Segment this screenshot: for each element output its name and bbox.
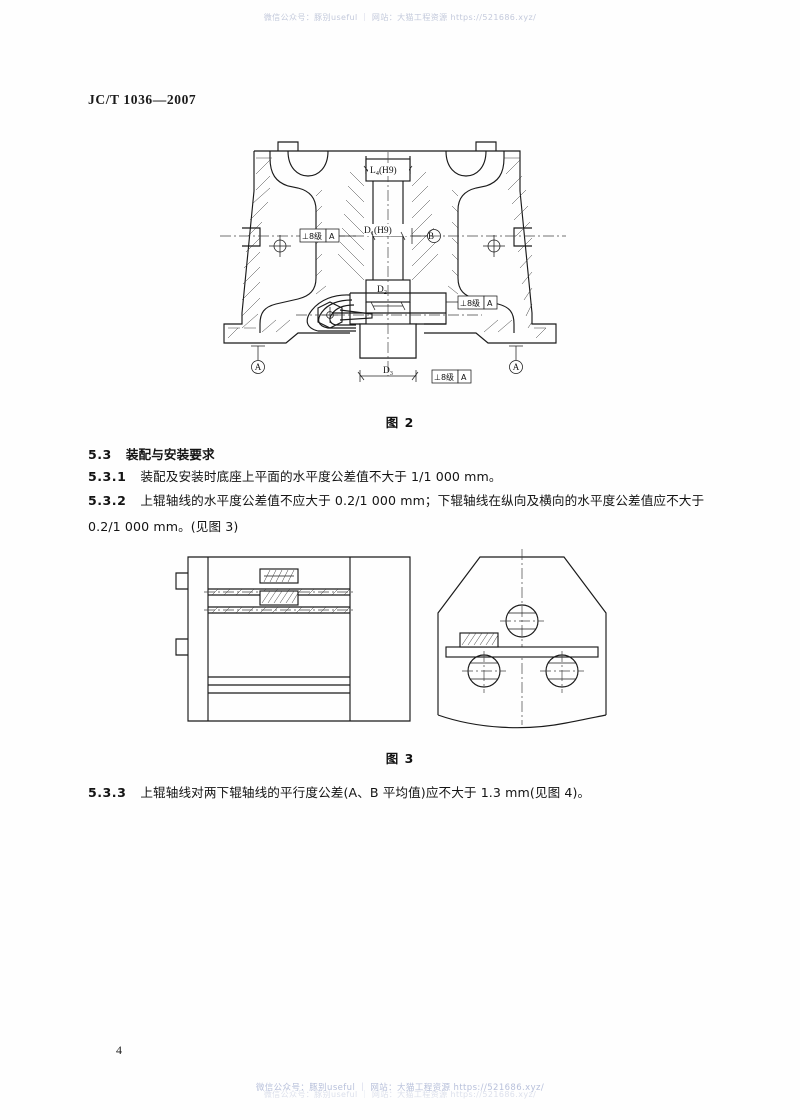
svg-text:A: A [487, 299, 493, 308]
svg-text:⊥8级: ⊥8级 [434, 372, 454, 382]
datum-symbol-a-right: A [509, 345, 523, 374]
figure-2-caption: 图 2 [385, 415, 415, 430]
svg-text:A: A [255, 362, 262, 372]
clause-5-3-2-number: 5.3.2 [88, 493, 127, 508]
svg-text:A: A [513, 362, 520, 372]
clause-5-3-1-text: 装配及安装时底座上平面的水平度公差值不大于 1/1 000 mm。 [140, 469, 502, 484]
datum-symbol-a-left: A [251, 345, 265, 374]
clause-5-3-1-number: 5.3.1 [88, 469, 127, 484]
figure-3-caption: 图 3 [385, 751, 415, 766]
clause-5-3-3: 5.3.3 上辊轴线对两下辊轴线的平行度公差(A、B 平均值)应不大于 1.3 m… [88, 780, 712, 806]
figure-2: L4(H9) D1(H9) B D2 D3 [220, 128, 566, 400]
page-number: 4 [116, 1043, 122, 1057]
watermark-bottom: 微信公众号：豚别useful ｜ 网站：大猫工程资源 https://52168… [255, 1083, 545, 1093]
figure-3-side-view [437, 549, 607, 729]
gdt-frame-3: ⊥8级 A [431, 369, 472, 384]
clause-5-3-3-text: 上辊轴线对两下辊轴线的平行度公差(A、B 平均值)应不大于 1.3 mm(见图 … [140, 785, 591, 800]
clause-5-3-2-text: 上辊轴线的水平度公差值不应大于 0.2/1 000 mm；下辊轴线在纵向及横向的… [88, 493, 705, 534]
svg-text:A: A [329, 232, 335, 241]
gdt-frame-1: ⊥8级 A [299, 228, 356, 243]
clause-5-3-3-number: 5.3.3 [88, 785, 127, 800]
dim-label-d3: D3 [383, 366, 393, 377]
svg-text:⊥8级: ⊥8级 [302, 231, 322, 241]
dim-label-l4: L4(H9) [370, 165, 397, 177]
figure-3-front-view [175, 556, 411, 722]
datum-symbol-b: B [428, 231, 434, 241]
standard-number-header: JC/T 1036—2007 [88, 92, 197, 107]
clause-5-3-title: 装配与安装要求 [125, 447, 215, 462]
clause-5-3: 5.3 装配与安装要求 [88, 442, 215, 468]
dim-label-d2: D2 [377, 285, 387, 296]
svg-text:⊥8级: ⊥8级 [460, 298, 480, 308]
clause-5-3-1: 5.3.1 装配及安装时底座上平面的水平度公差值不大于 1/1 000 mm。 [88, 464, 502, 490]
figure-3 [175, 543, 620, 741]
watermark-bottom-faint: 微信公众号：豚别useful ｜ 网站：大猫工程资源 https://52168… [263, 1090, 537, 1099]
gdt-frame-2: ⊥8级 A [446, 295, 498, 310]
watermark-top: 微信公众号：豚别useful ｜ 网站：大猫工程资源 https://52168… [263, 13, 537, 22]
dim-label-d1: D1(H9) [364, 225, 392, 237]
svg-text:A: A [461, 373, 467, 382]
clause-5-3-number: 5.3 [88, 447, 112, 462]
